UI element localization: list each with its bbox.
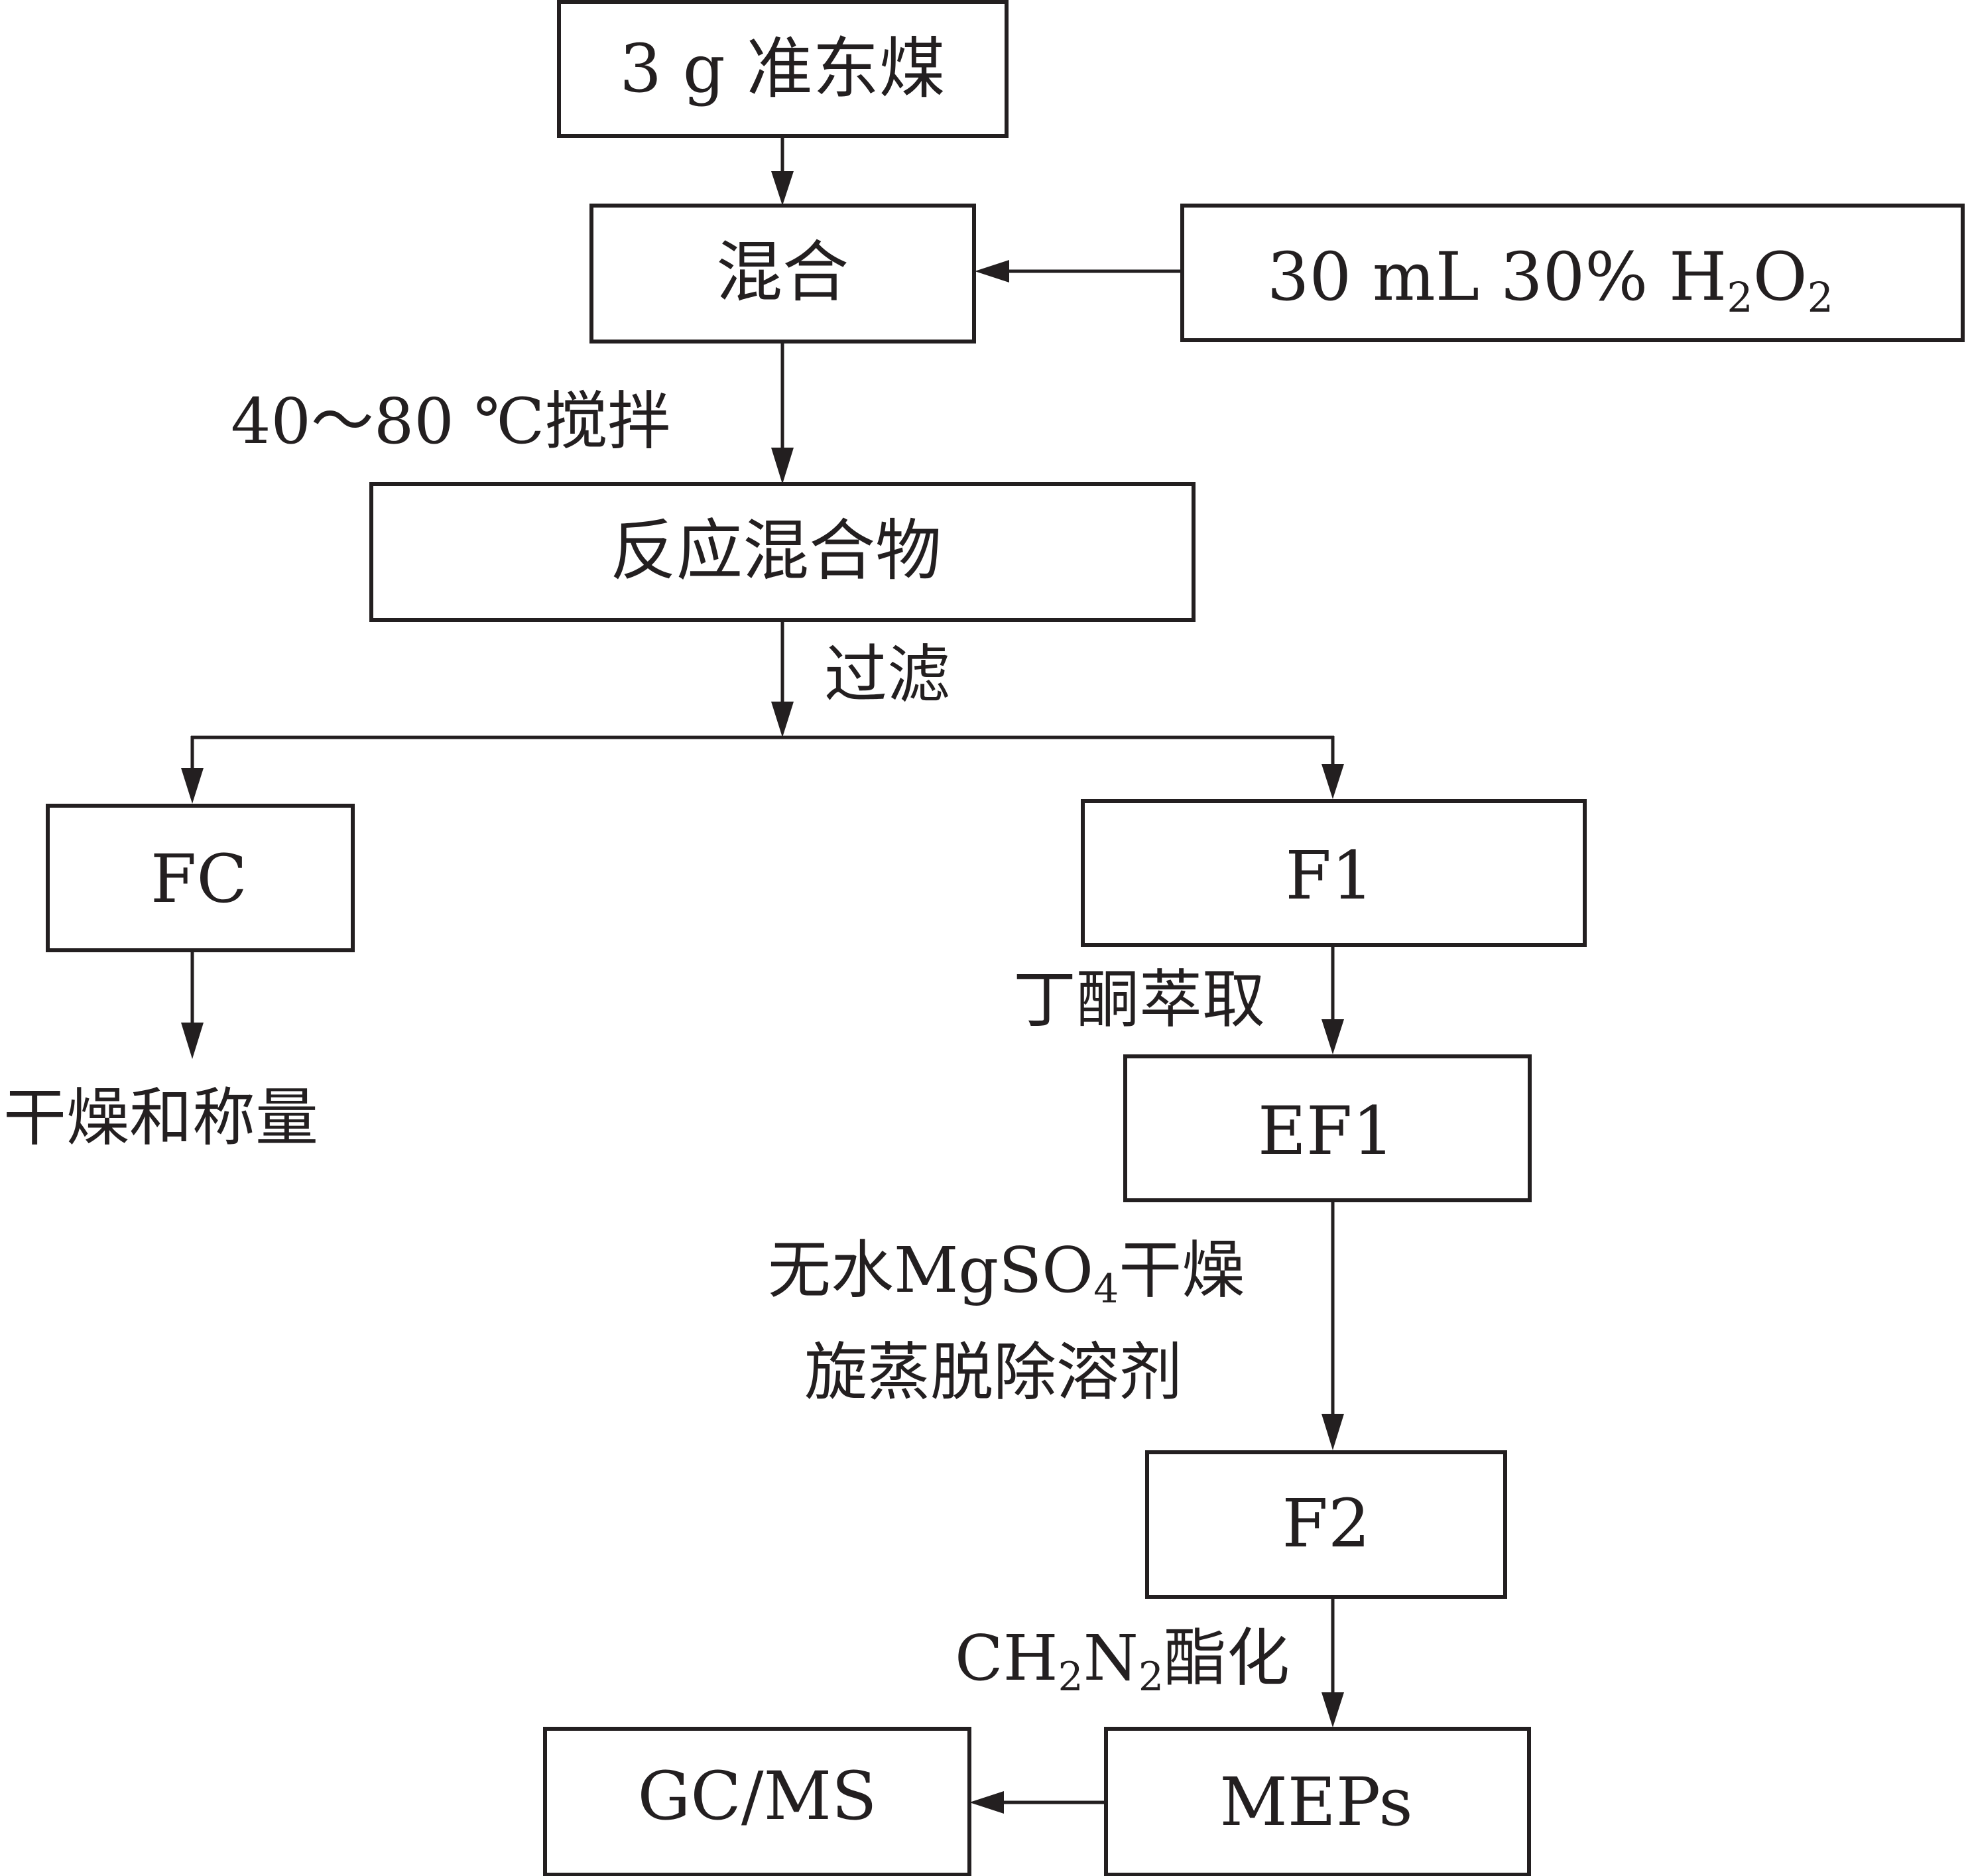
box-f2-label: F2 <box>1282 1485 1370 1562</box>
box-mix: 混合 <box>589 204 976 344</box>
arrowhead-gcms <box>969 1791 1004 1814</box>
arrowhead-split <box>771 702 794 737</box>
step-dry-weigh-label: 干燥和称量 <box>3 1082 318 1155</box>
box-oxidant-label: 30 mL 30% H2O2 <box>1267 238 1833 322</box>
step-stir-label: 40～80 ℃搅拌 <box>231 385 670 458</box>
box-f2: F2 <box>1145 1450 1507 1599</box>
box-coal-label: 3 g 准东煤 <box>619 30 945 107</box>
box-oxidant: 30 mL 30% H2O2 <box>1180 204 1965 342</box>
box-fc: FC <box>46 804 355 952</box>
step-extract-label: 丁酮萃取 <box>1013 964 1265 1036</box>
box-mix-label: 混合 <box>716 233 849 311</box>
step-esterify-label: CH2N2酯化 <box>955 1622 1290 1700</box>
arrowhead-ef1-top <box>1321 1019 1344 1054</box>
arrowhead-meps-top <box>1321 1692 1344 1727</box>
step-dry-label: 无水MgSO4干燥 <box>768 1234 1245 1312</box>
step-evaporate-label: 旋蒸脱除溶剂 <box>804 1336 1182 1409</box>
box-reaction-mixture: 反应混合物 <box>369 482 1196 622</box>
box-gcms-label: GC/MS <box>638 1757 877 1835</box>
box-f1: F1 <box>1081 799 1587 947</box>
box-meps: MEPs <box>1104 1727 1531 1876</box>
box-coal: 3 g 准东煤 <box>557 0 1009 138</box>
box-reaction-mixture-label: 反应混合物 <box>610 512 942 590</box>
arrowhead-mix-right <box>975 260 1009 282</box>
arrowhead-mix-top <box>771 171 794 206</box>
arrowhead-f1-top <box>1321 764 1344 799</box>
box-gcms: GC/MS <box>543 1727 971 1876</box>
box-f1-label: F1 <box>1285 837 1373 914</box>
box-meps-label: MEPs <box>1219 1763 1412 1841</box>
connectors <box>181 136 1344 1814</box>
arrowhead-fc-down <box>181 1023 204 1059</box>
step-filter-label: 过滤 <box>824 639 950 712</box>
arrowhead-reaction-top <box>771 448 794 484</box>
box-ef1-label: EF1 <box>1258 1092 1394 1170</box>
box-fc-label: FC <box>151 840 247 918</box>
arrowhead-f2-top <box>1321 1414 1344 1450</box>
arrowhead-fc-top <box>181 768 204 804</box>
box-ef1: EF1 <box>1123 1054 1532 1202</box>
